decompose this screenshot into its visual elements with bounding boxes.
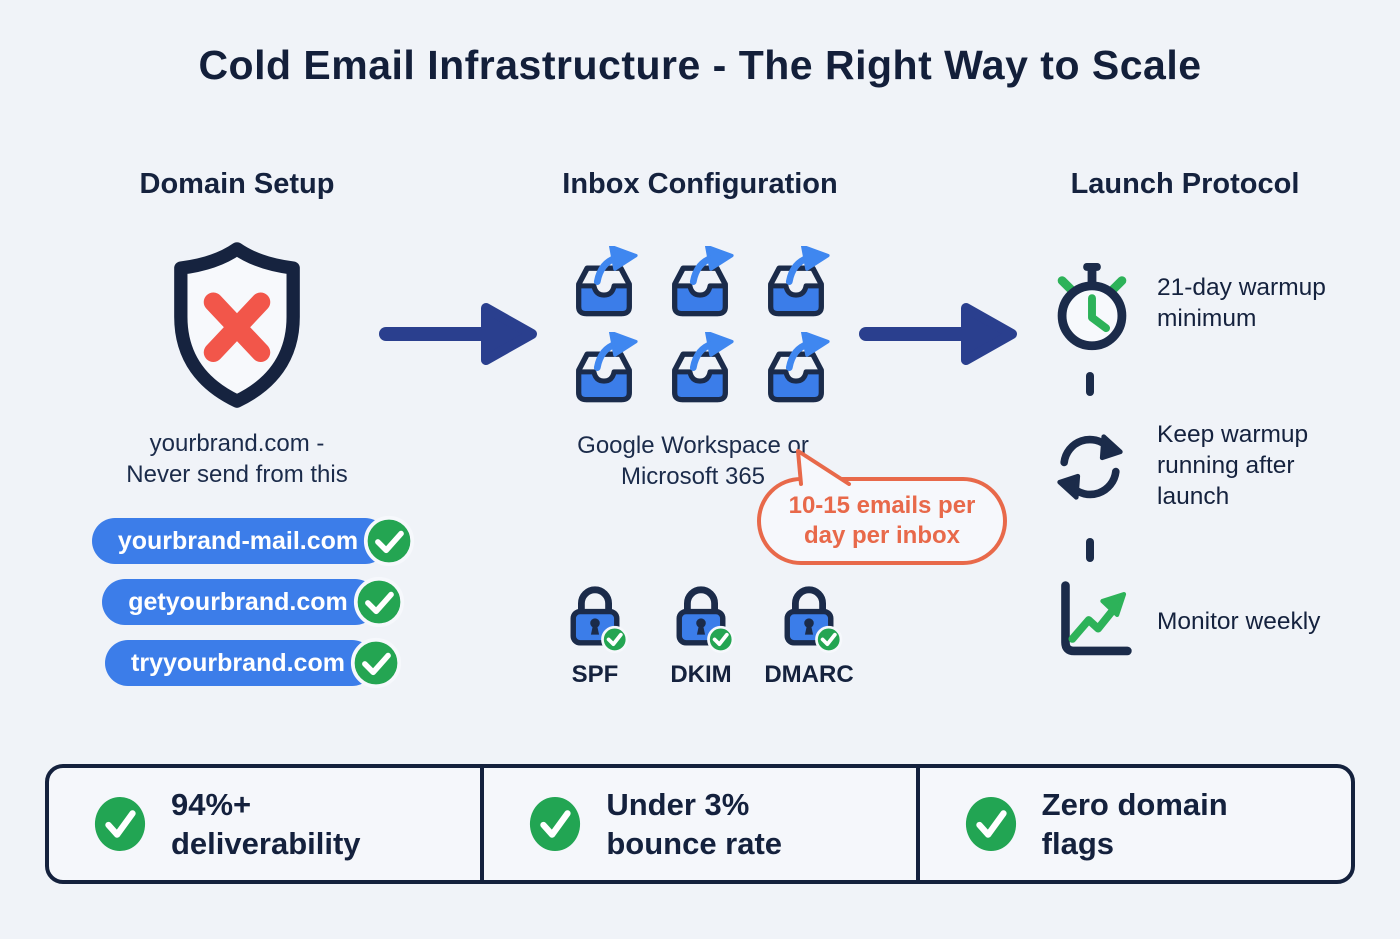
- lock-check-icon: [775, 580, 843, 654]
- connector-dash: [1086, 372, 1094, 396]
- stat-cell-deliverability: 94%+ deliverability: [49, 768, 480, 880]
- root-domain-warning: yourbrand.com - Never send from this: [77, 428, 397, 490]
- inbox-send-icon: [754, 332, 838, 410]
- stat-label: Zero domain flags: [1041, 787, 1228, 861]
- flow-arrow-icon: [378, 299, 538, 369]
- auth-record-label: SPF: [571, 661, 619, 688]
- callout-line1: 10-15 emails per: [788, 492, 976, 519]
- warning-line2: Never send from this: [126, 461, 348, 488]
- provider-line2: Microsoft 365: [620, 463, 766, 490]
- step-label-keep-running: Keep warmup running after launch: [1157, 421, 1309, 510]
- inbox-grid: [562, 246, 838, 412]
- lock-check-icon: [667, 580, 735, 654]
- footer-bar: 94%+ deliverability Under 3% bounce rate…: [45, 764, 1355, 884]
- auth-record-dkim: DKIM: [655, 580, 747, 689]
- check-circle-icon: [93, 795, 147, 853]
- page-title: Cold Email Infrastructure - The Right Wa…: [198, 42, 1202, 88]
- check-circle-icon: [964, 795, 1018, 853]
- shield-x-icon: [174, 242, 300, 408]
- provider-text: Google Workspace or Microsoft 365: [528, 430, 858, 492]
- provider-line1: Google Workspace or: [577, 432, 809, 459]
- inbox-send-icon: [658, 246, 742, 324]
- auth-record-dmarc: DMARC: [763, 580, 855, 689]
- domain-pill: yourbrand-mail.com: [91, 518, 389, 564]
- check-circle-icon: [353, 576, 405, 628]
- stat-label: Under 3% bounce rate: [606, 787, 783, 861]
- domain-pill: getyourbrand.com: [102, 579, 378, 625]
- check-circle-icon: [363, 515, 415, 567]
- domain-pill: tryyourbrand.com: [105, 640, 375, 686]
- warning-line1: yourbrand.com -: [149, 430, 325, 457]
- inbox-send-icon: [754, 246, 838, 324]
- inbox-send-icon: [562, 332, 646, 410]
- inbox-send-icon: [658, 332, 742, 410]
- step-label-warmup: 21-day warmup minimum: [1157, 274, 1326, 332]
- heading-inbox-configuration: Inbox Configuration: [562, 168, 838, 200]
- check-circle-icon: [350, 637, 402, 689]
- lock-check-icon: [561, 580, 629, 654]
- heading-launch-protocol: Launch Protocol: [1070, 168, 1300, 200]
- auth-record-label: DMARC: [764, 661, 854, 688]
- domain-pill-row: yourbrand-mail.com: [91, 518, 389, 564]
- sync-icon: [1057, 434, 1123, 500]
- stat-cell-bounce-rate: Under 3% bounce rate: [480, 768, 915, 880]
- stat-label: 94%+ deliverability: [171, 787, 361, 861]
- stat-cell-domain-flags: Zero domain flags: [915, 768, 1351, 880]
- chart-up-icon: [1061, 581, 1132, 656]
- domain-pill-row: getyourbrand.com: [102, 579, 377, 625]
- auth-record-label: DKIM: [670, 661, 732, 688]
- flow-arrow-icon: [858, 299, 1018, 369]
- stopwatch-icon: [1057, 263, 1127, 351]
- check-circle-icon: [528, 795, 582, 853]
- sending-domain-list: yourbrand-mail.com getyourbrand.com tryy…: [60, 518, 420, 686]
- bubble-tail: [796, 449, 851, 486]
- auth-record-spf: SPF: [549, 580, 641, 689]
- inbox-send-icon: [562, 246, 646, 324]
- callout-line2: day per inbox: [803, 522, 961, 549]
- heading-domain-setup: Domain Setup: [139, 168, 335, 200]
- domain-pill-row: tryyourbrand.com: [105, 640, 375, 686]
- callout-bubble: 10-15 emails per day per inbox: [757, 449, 1007, 565]
- step-label-monitor: Monitor weekly: [1157, 608, 1321, 635]
- connector-dash: [1086, 538, 1094, 562]
